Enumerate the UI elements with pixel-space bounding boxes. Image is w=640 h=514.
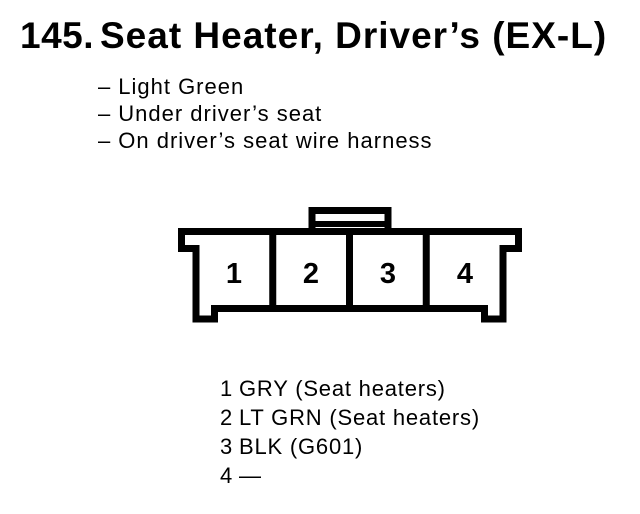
pin-list: 1 GRY (Seat heaters) 2 LT GRN (Seat heat… (220, 374, 480, 490)
connector-pin-4: 4 (456, 258, 474, 290)
notes-list: – Light Green – Under driver’s seat – On… (98, 73, 433, 154)
pin-number: 2 (220, 405, 234, 430)
item-number: 145. (20, 15, 95, 56)
note-item: – Light Green (98, 73, 433, 100)
pin-row: 2 LT GRN (Seat heaters) (220, 403, 480, 432)
pin-description: GRY (Seat heaters) (239, 376, 446, 401)
pin-row: 1 GRY (Seat heaters) (220, 374, 480, 403)
note-item: – On driver’s seat wire harness (98, 127, 433, 154)
dash-bullet: – (98, 74, 112, 99)
pin-row: 4 — (220, 461, 480, 490)
pin-number: 3 (220, 434, 234, 459)
pin-description: BLK (G601) (239, 434, 364, 459)
page-title: Seat Heater, Driver’s (EX-L) (100, 15, 608, 56)
pin-row: 3 BLK (G601) (220, 432, 480, 461)
note-text: Under driver’s seat (118, 101, 323, 126)
dash-bullet: – (98, 101, 112, 126)
connector-pin-3: 3 (379, 258, 397, 290)
pin-description: LT GRN (Seat heaters) (239, 405, 480, 430)
connector-pin-2: 2 (302, 258, 320, 290)
pin-description: — (239, 463, 262, 488)
pin-number: 4 (220, 463, 234, 488)
connector-pin-1: 1 (225, 258, 243, 290)
note-item: – Under driver’s seat (98, 100, 433, 127)
note-text: Light Green (118, 74, 245, 99)
note-text: On driver’s seat wire harness (118, 128, 433, 153)
connector-latch (308, 207, 392, 231)
pin-number: 1 (220, 376, 234, 401)
dash-bullet: – (98, 128, 112, 153)
